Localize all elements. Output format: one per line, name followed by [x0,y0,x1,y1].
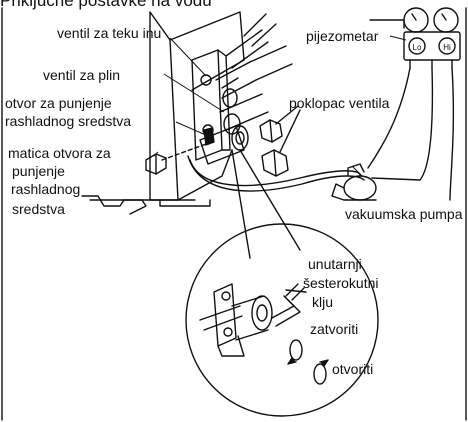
refrigerant-pipes [225,13,293,81]
gauge-hose-middle [371,67,434,181]
hex-key-pointer [285,289,307,293]
label-charge-nut-4: sredstva [12,201,65,217]
liquid-valve [215,61,257,108]
gauge-hose-right [449,67,455,201]
detail-callout-circle [185,223,379,417]
leader-liquid-valve [169,37,207,77]
label-close: zatvoriti [310,321,359,337]
label-open: otvoriti [332,361,374,377]
charge-hose [189,159,361,187]
leader-gas-valve [163,73,225,113]
gauge-hose-left [367,67,411,169]
label-liquid-valve: ventil za teku inu [57,25,162,41]
outdoor-unit [81,11,245,215]
close-arrow [287,339,303,365]
label-hex-key-2: šesterokutni [303,275,379,291]
callout-lines [231,149,301,259]
page-title-fragment: Priključne postavke na vodu [0,0,212,10]
label-charge-nut-2: punjenje [12,163,65,179]
label-gas-valve: ventil za plin [43,67,121,83]
valve-cap-pointer [275,105,301,153]
label-manifold-gauge: pijezometar [306,28,379,44]
label-charge-nut-1: matica otvora za [8,145,111,161]
label-charge-port-2: rashladnog sredstva [5,113,132,129]
label-vacuum-pump: vakuumska pumpa [345,206,463,222]
label-hex-key-3: klju [312,294,334,310]
label-valve-cap: poklopac ventila [289,95,390,111]
leader-charge-port [175,121,209,137]
label-charge-nut-3: rashladnog [11,181,81,197]
nut-guide-line [161,143,207,161]
leader-vacuum-pump [351,165,363,177]
gauge-lo-label: Lo [413,43,422,52]
gauge-hi-label: Hi [443,43,451,52]
charging-port [199,125,249,165]
valve-cap-upper [259,119,283,143]
detail-valve [199,283,273,357]
label-charge-port-1: otvor za punjenje [5,95,112,111]
label-hex-key-1: unutarnji [308,256,362,272]
manifold-gauge [369,7,461,69]
open-arrow [313,359,329,385]
valve-cap-lower [261,149,289,177]
leader-charge-nut [153,151,159,157]
vacuum-pump [331,163,377,201]
leader-gauge [389,35,407,41]
charge-port-nut [145,153,167,175]
